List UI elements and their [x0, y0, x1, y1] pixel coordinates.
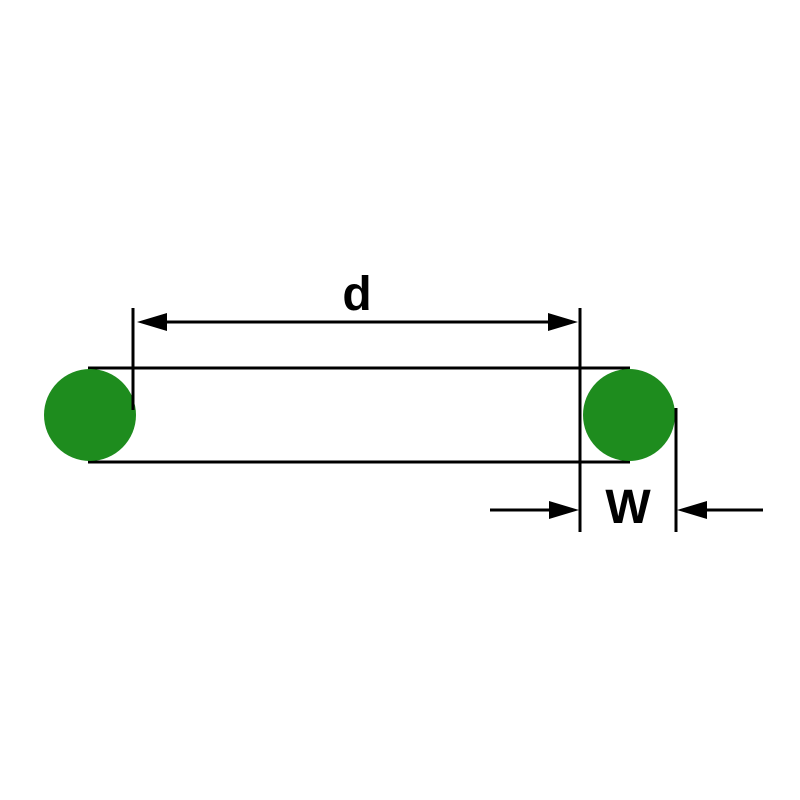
o-ring-cross-section-right: [583, 369, 675, 461]
diameter-label: d: [342, 268, 371, 321]
diameter-arrowhead-right: [548, 313, 578, 331]
o-ring-cross-section-left: [44, 369, 136, 461]
width-arrowhead-right: [677, 501, 707, 519]
width-label: W: [605, 481, 651, 534]
diameter-arrowhead-left: [137, 313, 167, 331]
width-arrowhead-left: [549, 501, 579, 519]
